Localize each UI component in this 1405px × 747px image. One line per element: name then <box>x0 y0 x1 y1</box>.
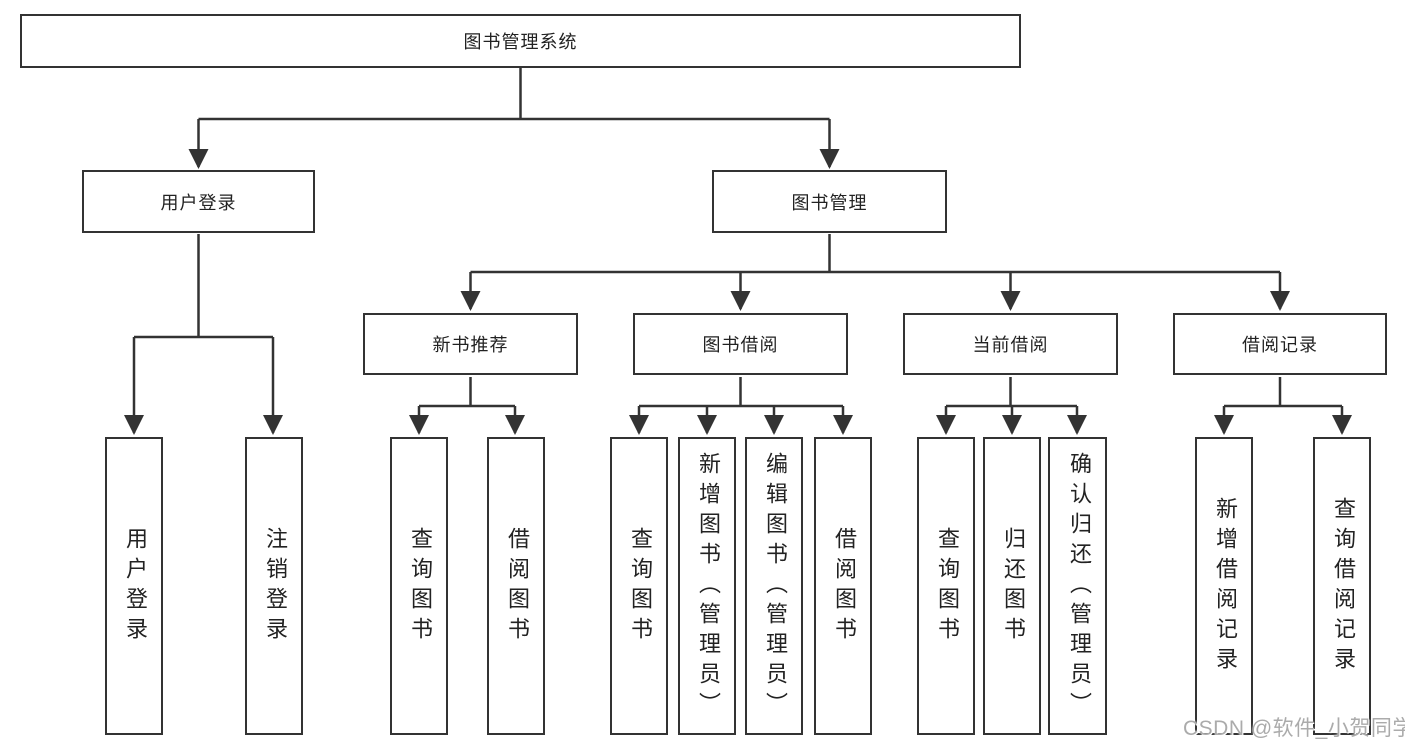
leaf-add-books-admin: 新增图书（管理员） <box>678 437 736 735</box>
node-new-book-recommend: 新书推荐 <box>363 313 578 375</box>
node-user-login: 用户登录 <box>82 170 315 233</box>
connector-arrows <box>124 119 1352 435</box>
leaf-user-login: 用户登录 <box>105 437 163 735</box>
leaf-return-books: 归还图书 <box>983 437 1041 735</box>
node-borrow-records: 借阅记录 <box>1173 313 1387 375</box>
leaf-add-borrow-record: 新增借阅记录 <box>1195 437 1253 735</box>
node-library-management-system: 图书管理系统 <box>20 14 1021 68</box>
node-book-management: 图书管理 <box>712 170 947 233</box>
leaf-logout-login: 注销登录 <box>245 437 303 735</box>
leaf-query-borrow-record: 查询借阅记录 <box>1313 437 1371 735</box>
node-current-borrow: 当前借阅 <box>903 313 1118 375</box>
leaf-query-books-borrow: 查询图书 <box>610 437 668 735</box>
leaf-borrow-books: 借阅图书 <box>814 437 872 735</box>
leaf-borrow-books-recommend: 借阅图书 <box>487 437 545 735</box>
csdn-watermark: CSDN @软件_小贺同学 <box>1183 717 1405 740</box>
leaf-query-books-current: 查询图书 <box>917 437 975 735</box>
leaf-confirm-return-admin: 确认归还（管理员） <box>1048 437 1107 735</box>
node-book-borrow: 图书借阅 <box>633 313 848 375</box>
connector-lines <box>124 68 1352 435</box>
leaf-edit-books-admin: 编辑图书（管理员） <box>745 437 803 735</box>
leaf-query-books-recommend: 查询图书 <box>390 437 448 735</box>
